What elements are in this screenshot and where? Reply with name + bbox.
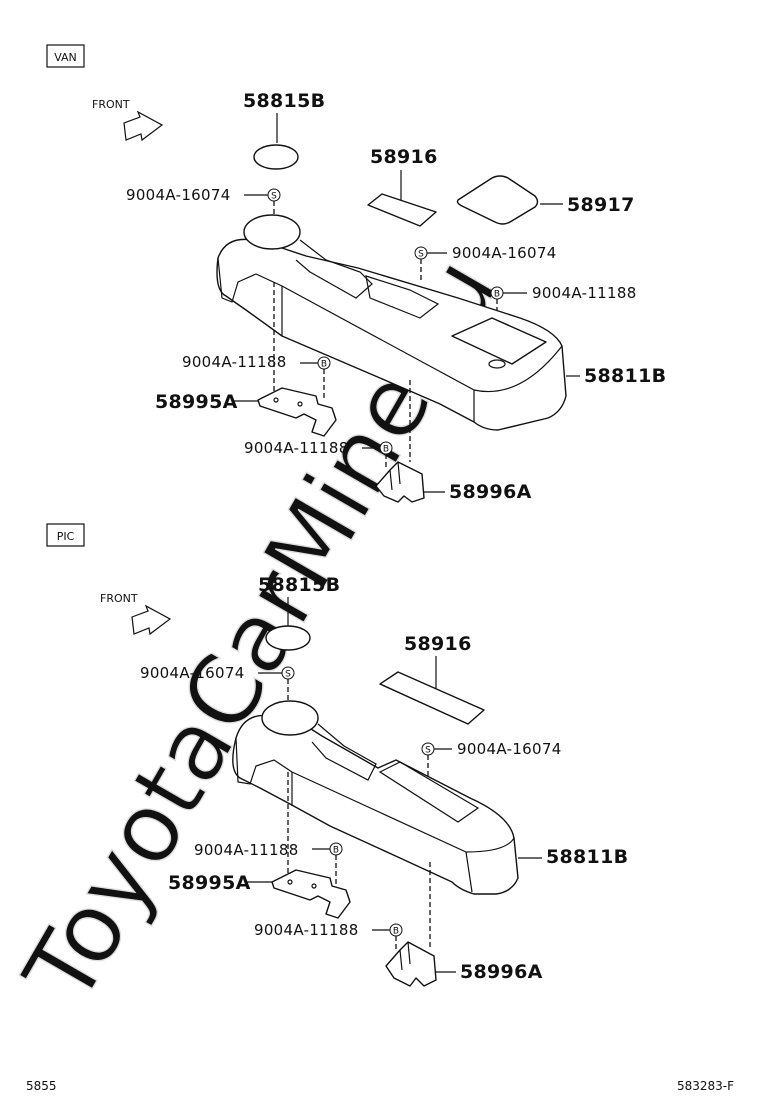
van-label-screw-bottom: 9004A-11188 [244,439,349,457]
van-tag-box [46,44,85,68]
pic-label-clip-mid: 9004A-16074 [457,740,562,758]
van-console-part [216,214,567,431]
van-mat-part [367,193,437,227]
van-label-bracket-right: 58996A [449,481,532,503]
pic-front-label: FRONT [100,592,138,605]
pic-front-arrow-icon [131,604,172,636]
pic-label-mat: 58916 [404,633,472,655]
pic-mat-part [379,671,485,725]
van-label-clip-mid: 9004A-16074 [452,244,557,262]
section-van: VAN FRONT 58815B 58916 58917 9004A-16074… [46,44,666,503]
svg-text:B: B [494,290,500,300]
pic-cap-part [265,625,311,651]
van-label-console: 58811B [584,365,666,387]
page-number: 5855 [26,1079,57,1093]
pic-label-bracket-right: 58996A [460,961,543,983]
svg-text:B: B [321,360,327,370]
pic-label-bracket-left: 58995A [168,872,251,894]
van-front-arrow-icon [123,110,164,142]
pic-label-cap: 58815B [258,574,340,596]
pic-bracket-right-part [385,941,437,987]
svg-text:B: B [393,927,399,937]
pic-label-console: 58811B [546,846,628,868]
svg-text:B: B [383,445,389,455]
svg-text:B: B [333,846,339,856]
van-label-screw-left: 9004A-11188 [182,353,287,371]
van-label-lid: 58917 [567,194,635,216]
van-lid-part [456,175,539,225]
van-label-clip-top: 9004A-16074 [126,186,231,204]
svg-text:S: S [425,746,431,756]
van-label-screw-right: 9004A-11188 [532,284,637,302]
van-label-bracket-left: 58995A [155,391,238,413]
pic-label-screw-bottom: 9004A-11188 [254,921,359,939]
van-label-mat: 58916 [370,146,438,168]
van-front-label: FRONT [92,98,130,111]
van-tag: VAN [54,51,77,64]
svg-text:S: S [271,192,277,202]
pic-bracket-left-part [271,869,351,919]
svg-text:S: S [285,670,291,680]
van-cap-part [253,144,299,170]
figure-id: 583283-F [677,1079,734,1093]
pic-label-clip-top: 9004A-16074 [140,664,245,682]
pic-tag-box [46,523,85,547]
section-pic: PIC FRONT 58815B 58916 9004A-16074 S S 9… [46,523,628,987]
van-label-cap: 58815B [243,90,325,112]
svg-text:S: S [418,250,424,260]
pic-label-screw-left: 9004A-11188 [194,841,299,859]
pic-tag: PIC [57,530,75,543]
pic-console-part [232,700,519,895]
